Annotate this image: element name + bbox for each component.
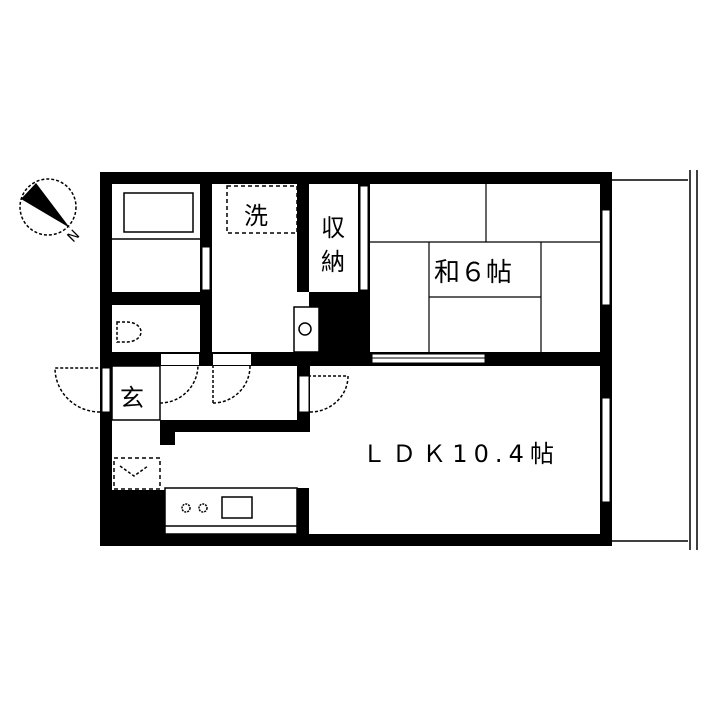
fixtures bbox=[54, 184, 600, 535]
ldk-door-frame bbox=[298, 375, 310, 413]
entrance-door-frame bbox=[101, 367, 111, 413]
entrance-label: 玄 bbox=[120, 384, 144, 412]
basin-bowl bbox=[298, 322, 312, 336]
window-japanese-room bbox=[601, 209, 611, 306]
bathtub bbox=[123, 192, 194, 233]
stove-burner-icon bbox=[181, 503, 191, 513]
north-arrow-icon bbox=[21, 183, 70, 228]
tatami-lines bbox=[370, 184, 600, 352]
washer-space bbox=[226, 185, 298, 234]
compass: N bbox=[19, 178, 84, 246]
balcony bbox=[612, 170, 698, 550]
storage-label-1: 収 bbox=[321, 214, 345, 242]
wash-basin bbox=[293, 306, 320, 353]
kitchen-counter bbox=[164, 487, 298, 535]
storage-sliding-door bbox=[359, 185, 369, 291]
storage-label-2: 納 bbox=[321, 248, 345, 276]
japanese-room-label: 和６帖 bbox=[434, 258, 512, 288]
openings bbox=[101, 185, 611, 503]
entrance-box bbox=[111, 365, 161, 421]
stove-burner-icon bbox=[198, 503, 208, 513]
wash-door-swing bbox=[212, 365, 251, 404]
toilet bbox=[116, 321, 142, 343]
toilet-door-swing bbox=[159, 364, 199, 404]
fridge-space bbox=[113, 457, 161, 490]
washer-label: 洗 bbox=[244, 202, 268, 230]
kitchen-sink bbox=[221, 496, 253, 519]
entrance-door-swing bbox=[54, 367, 101, 413]
window-ldk bbox=[601, 397, 611, 503]
ldk-door-swing bbox=[309, 375, 349, 413]
bath-door bbox=[201, 246, 211, 291]
compass-circle bbox=[19, 178, 77, 236]
ldk-label: ＬＤＫ10.4帖 bbox=[362, 440, 554, 468]
compass-label: N bbox=[65, 227, 84, 246]
